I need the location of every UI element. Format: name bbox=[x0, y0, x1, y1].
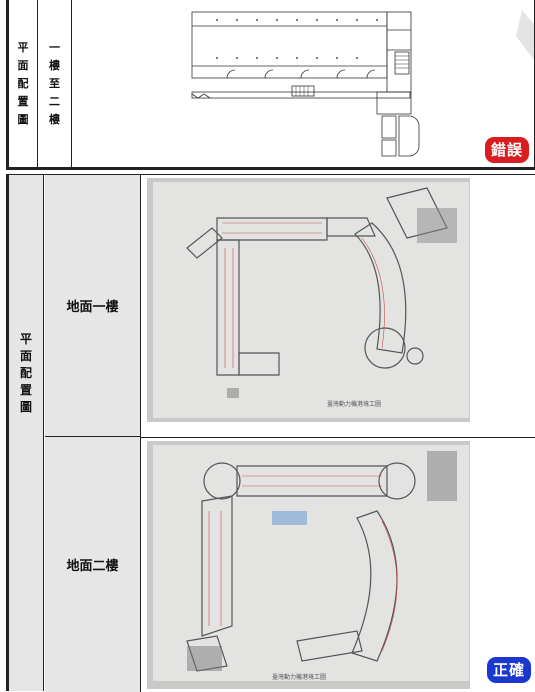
char: 配 bbox=[19, 365, 32, 380]
corner-shape-decoration bbox=[516, 10, 534, 60]
char: 樓 bbox=[49, 58, 60, 72]
char: 圖 bbox=[17, 112, 29, 126]
floor-label-text: 地面二樓 bbox=[66, 559, 119, 574]
char: 面 bbox=[19, 348, 32, 363]
floor-plan-photo-1: 臺灣動力機港境工圖 bbox=[147, 178, 470, 422]
incorrect-badge: 錯誤 bbox=[484, 137, 529, 163]
char: 二 bbox=[49, 94, 60, 108]
char: 一 bbox=[49, 40, 60, 54]
correct-badge: 正確 bbox=[486, 657, 531, 683]
top-floor-label: 一 樓 至 二 樓 bbox=[49, 39, 60, 129]
floor-label-text: 地面一樓 bbox=[66, 300, 119, 315]
row-divider bbox=[141, 437, 535, 438]
bottom-category-label: 平 面 配 置 圖 bbox=[20, 331, 32, 416]
top-category-cell: 平 面 配 置 圖 bbox=[9, 0, 38, 167]
photo-1-caption: 臺灣動力機港境工圖 bbox=[327, 400, 381, 408]
char: 平 bbox=[17, 40, 29, 54]
char: 樓 bbox=[49, 112, 60, 126]
top-category-label: 平 面 配 置 圖 bbox=[18, 39, 29, 129]
correct-floor-plan-table: 平 面 配 置 圖 地面一樓 地面二樓 bbox=[6, 174, 535, 692]
floor-label-ground-2: 地面二樓 bbox=[45, 437, 141, 692]
photo-2-caption: 臺灣動力機港境工圖 bbox=[272, 673, 326, 681]
char: 置 bbox=[19, 382, 32, 397]
char: 至 bbox=[49, 76, 60, 90]
bottom-category-cell: 平 面 配 置 圖 bbox=[9, 175, 44, 691]
char: 圖 bbox=[19, 399, 32, 414]
char: 配 bbox=[17, 76, 29, 90]
char: 置 bbox=[17, 94, 29, 108]
top-floor-cell: 一 樓 至 二 樓 bbox=[38, 0, 72, 167]
floor-plan-photo-2: 臺灣動力機港境工圖 bbox=[147, 441, 470, 689]
incorrect-floor-plan-table: 平 面 配 置 圖 一 樓 至 二 樓 bbox=[6, 0, 535, 170]
char: 平 bbox=[19, 331, 32, 346]
floor-label-ground-1: 地面一樓 bbox=[45, 175, 141, 437]
char: 面 bbox=[17, 58, 29, 72]
floor-plan-drawing bbox=[191, 11, 420, 157]
